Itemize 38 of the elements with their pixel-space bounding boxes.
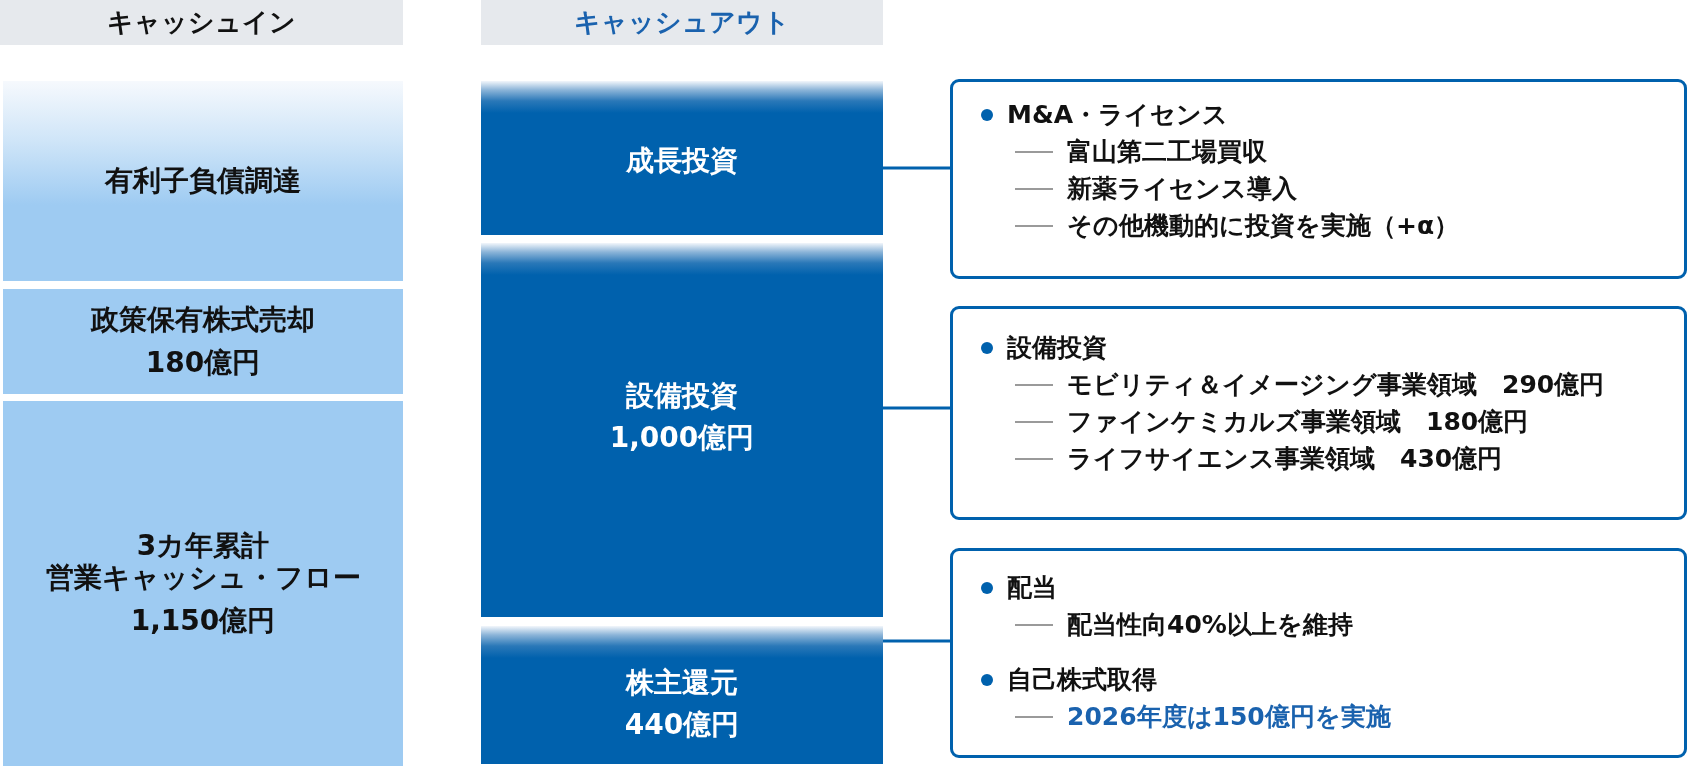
header-text: キャッシュアウト [574, 7, 790, 38]
connector-line [883, 166, 950, 170]
box-label: 設備投資 [626, 379, 738, 412]
amount-label: 440億円 [624, 709, 740, 742]
box-label: 有利子負債調達 [105, 164, 301, 198]
list-heading: 設備投資 [1007, 332, 1107, 364]
amount-label: 1,150億円 [130, 604, 276, 637]
list-item: 新薬ライセンス導入 [1067, 173, 1297, 205]
connector-line [883, 406, 950, 410]
list-item: ファインケミカルズ事業領域 180億円 [1067, 406, 1529, 438]
box-label: 成長投資 [626, 144, 738, 178]
list-item: 2026年度は150億円を実施 [1067, 701, 1391, 733]
list-heading: 配当 [1007, 572, 1057, 604]
amount-label: 180億円 [145, 346, 261, 379]
box-label: 政策保有株式売却 [91, 304, 315, 337]
header-band [0, 0, 403, 45]
spending-box [481, 81, 883, 235]
header-text: キャッシュイン [107, 7, 296, 38]
callout-box [950, 548, 1687, 758]
list-item: 配当性向40%以上を維持 [1067, 609, 1353, 641]
spending-box [481, 243, 883, 617]
list-item: ライフサイエンス事業領域 430億円 [1067, 443, 1503, 475]
connector-line [883, 639, 950, 643]
box-label: 株主還元 [626, 666, 738, 699]
funding-box [3, 81, 403, 281]
amount-label: 1,000億円 [609, 422, 755, 455]
list-item: 富山第二工場買収 [1067, 136, 1267, 168]
header-band [481, 0, 883, 45]
funding-box [3, 289, 403, 394]
list-item: モビリティ＆イメージング事業領域 290億円 [1067, 369, 1605, 401]
spending-box [481, 626, 883, 764]
list-heading: M&A・ライセンス [1007, 99, 1229, 131]
list-item: その他機動的に投資を実施（+α） [1067, 210, 1460, 242]
callout-box [950, 79, 1687, 279]
callout-box [950, 306, 1687, 520]
funding-box [3, 401, 403, 766]
list-heading: 自己株式取得 [1007, 664, 1157, 696]
box-label: 3カ年累計営業キャッシュ・フロー [45, 530, 361, 595]
